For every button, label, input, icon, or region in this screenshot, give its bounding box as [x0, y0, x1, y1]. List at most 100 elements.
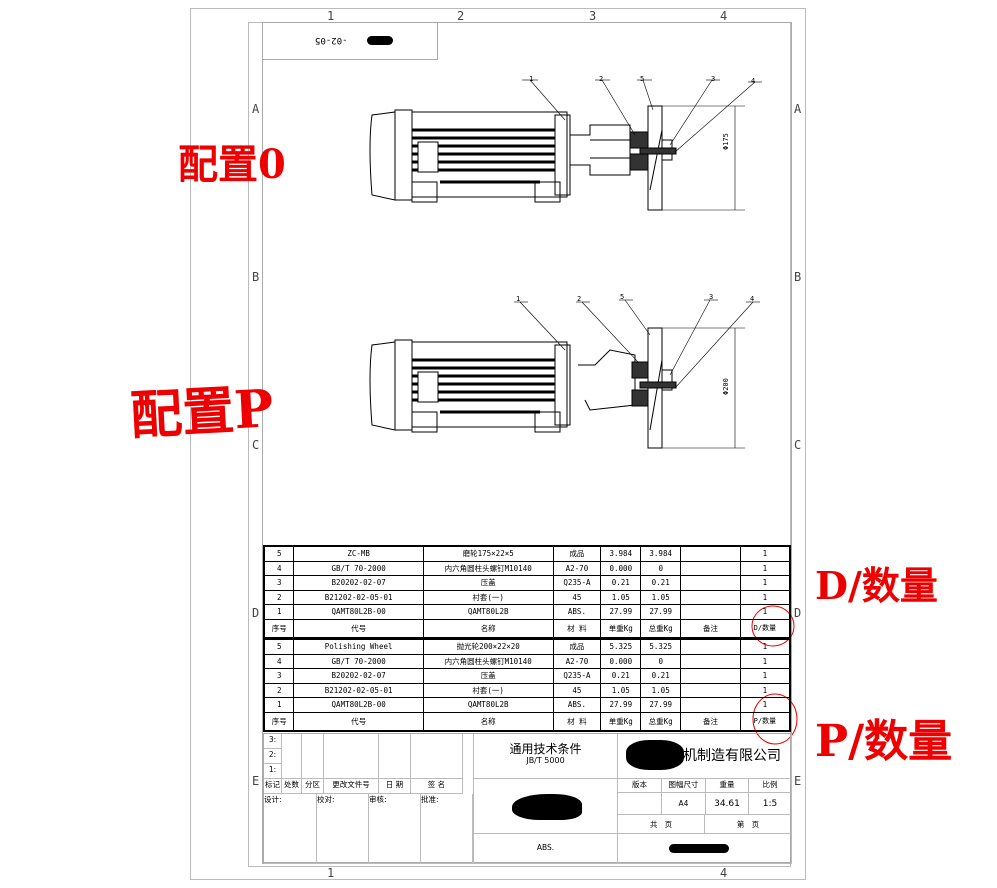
table-row: 1 QAMT80L2B-00 QAMT80L2B ABS. 27.99 27.9…	[263, 697, 791, 713]
cell-unit-weight: 0.21	[600, 668, 642, 684]
doc-number-box: -02-05	[262, 22, 438, 60]
cell-note	[680, 668, 741, 684]
cell-code: B21202-02-05-01	[293, 589, 424, 605]
cell-note	[680, 545, 741, 562]
cell-name: 压盖	[422, 575, 554, 591]
cell-qty: 1	[739, 604, 791, 620]
standard-box: 通用技术条件 JB/T 5000	[473, 734, 618, 779]
cell-qty: 1	[739, 653, 791, 669]
cell-no: 1	[263, 604, 295, 620]
header-change-doc: 更改文件号	[324, 779, 379, 794]
cell-qty: 1	[739, 638, 791, 655]
assembly-view-config-0	[369, 79, 762, 211]
cell-qty: 1	[739, 575, 791, 591]
zone-row-e-right: E	[794, 774, 802, 788]
zone-col-2: 2	[457, 9, 465, 23]
cell-material: A2-70	[552, 560, 602, 576]
header-note: 备注	[680, 618, 741, 638]
redaction	[512, 794, 582, 820]
cell-material: Q235-A	[552, 575, 602, 591]
sheet-border	[190, 8, 806, 880]
sheet-number: 第 页	[705, 815, 792, 834]
cell-qty: 1	[739, 697, 791, 713]
cell-code: GB/T 70-2000	[293, 653, 424, 669]
cell-unit-weight: 1.05	[600, 589, 642, 605]
cell-no: 5	[263, 545, 295, 562]
header-no: 序号	[263, 618, 295, 638]
zone-col-4: 4	[720, 9, 728, 23]
cell-note	[680, 604, 741, 620]
rev-mark: 3:	[264, 734, 282, 749]
company-name: 机制造有限公司	[618, 734, 792, 779]
rev-cell	[379, 734, 411, 779]
table-row: 4 GB/T 70-2000 内六角圆柱头螺钉M10140 A2-70 0.00…	[263, 653, 791, 669]
callout-3: 3	[709, 293, 714, 301]
cell-qty: 1	[739, 545, 791, 562]
table-row: 4 GB/T 70-2000 内六角圆柱头螺钉M10140 A2-70 0.00…	[263, 560, 791, 576]
cell-name: 抛光轮200×22×20	[422, 638, 554, 655]
bom-table-config-0: 5 ZC-MB 磨轮175×22×5 成品 3.984 3.984 1 4 GB…	[263, 545, 791, 639]
total-sheets: 共 页	[618, 815, 705, 834]
zone-row-a-right: A	[794, 102, 802, 116]
zone-col-1-bottom: 1	[327, 866, 335, 880]
rev-mark: 1:	[264, 764, 282, 779]
cell-unit-weight: 0.000	[600, 653, 642, 669]
cell-note	[680, 589, 741, 605]
zone-row-b: B	[252, 270, 260, 284]
header-material: 材 料	[552, 711, 602, 731]
cell-code: ZC-MB	[293, 545, 424, 562]
header-qty: D/数量	[739, 618, 791, 638]
cell-no: 1	[263, 697, 295, 713]
callout-1: 1	[516, 295, 521, 303]
checker-field: 校对:	[317, 794, 369, 864]
scale-value: 1:5	[749, 793, 792, 815]
cell-total-weight: 1.05	[640, 589, 682, 605]
cell-note	[680, 638, 741, 655]
header-total-weight: 总重Kg	[640, 618, 682, 638]
cell-code: QAMT80L2B-00	[293, 697, 424, 713]
header-qty: P/数量	[739, 711, 791, 731]
rev-cell	[282, 734, 302, 779]
cell-material: 45	[552, 682, 602, 698]
callout-4: 4	[750, 295, 755, 303]
cell-code: QAMT80L2B-00	[293, 604, 424, 620]
cell-material: 成品	[552, 638, 602, 655]
terminal-box	[417, 141, 439, 173]
header-version: 版本	[618, 779, 662, 793]
cell-code: GB/T 70-2000	[293, 560, 424, 576]
cell-no: 3	[263, 575, 295, 591]
zone-col-3: 3	[589, 9, 597, 23]
motor-end-cap	[369, 111, 396, 201]
header-weight: 重量	[706, 779, 749, 793]
header-count: 处数	[282, 779, 302, 794]
callout-2: 2	[577, 295, 582, 303]
doc-number: -02-05	[315, 35, 348, 45]
dimension-diameter: Φ200	[722, 378, 730, 395]
version-value	[618, 793, 662, 815]
header-note: 备注	[680, 711, 741, 731]
cell-unit-weight: 3.984	[600, 545, 642, 562]
cell-no: 5	[263, 638, 295, 655]
annotation-config-p: 配置P	[128, 378, 275, 447]
cell-no: 2	[263, 589, 295, 605]
cell-unit-weight: 1.05	[600, 682, 642, 698]
header-date: 日 期	[379, 779, 411, 794]
cell-material: A2-70	[552, 653, 602, 669]
table-row: 5 ZC-MB 磨轮175×22×5 成品 3.984 3.984 1	[263, 545, 791, 562]
table-row: 2 B21202-02-05-01 衬套(一) 45 1.05 1.05 1	[263, 682, 791, 698]
cell-name: QAMT80L2B	[422, 604, 554, 620]
header-code: 代号	[293, 711, 424, 731]
header-scale: 比例	[749, 779, 792, 793]
callout-4: 4	[751, 77, 756, 85]
zone-row-b-right: B	[794, 270, 802, 284]
rev-cell	[411, 734, 463, 779]
table-row: 5 Polishing Wheel 抛光轮200×22×20 成品 5.325 …	[263, 638, 791, 655]
cell-material: ABS.	[552, 604, 602, 620]
cell-unit-weight: 27.99	[600, 697, 642, 713]
rev-cell	[302, 734, 324, 779]
header-sheet-size: 图幅尺寸	[662, 779, 706, 793]
header-code: 代号	[293, 618, 424, 638]
cell-code: B21202-02-05-01	[293, 682, 424, 698]
cell-qty: 1	[739, 560, 791, 576]
table-header-row: 序号 代号 名称 材 料 单重Kg 总重Kg 备注 P/数量	[263, 711, 791, 731]
